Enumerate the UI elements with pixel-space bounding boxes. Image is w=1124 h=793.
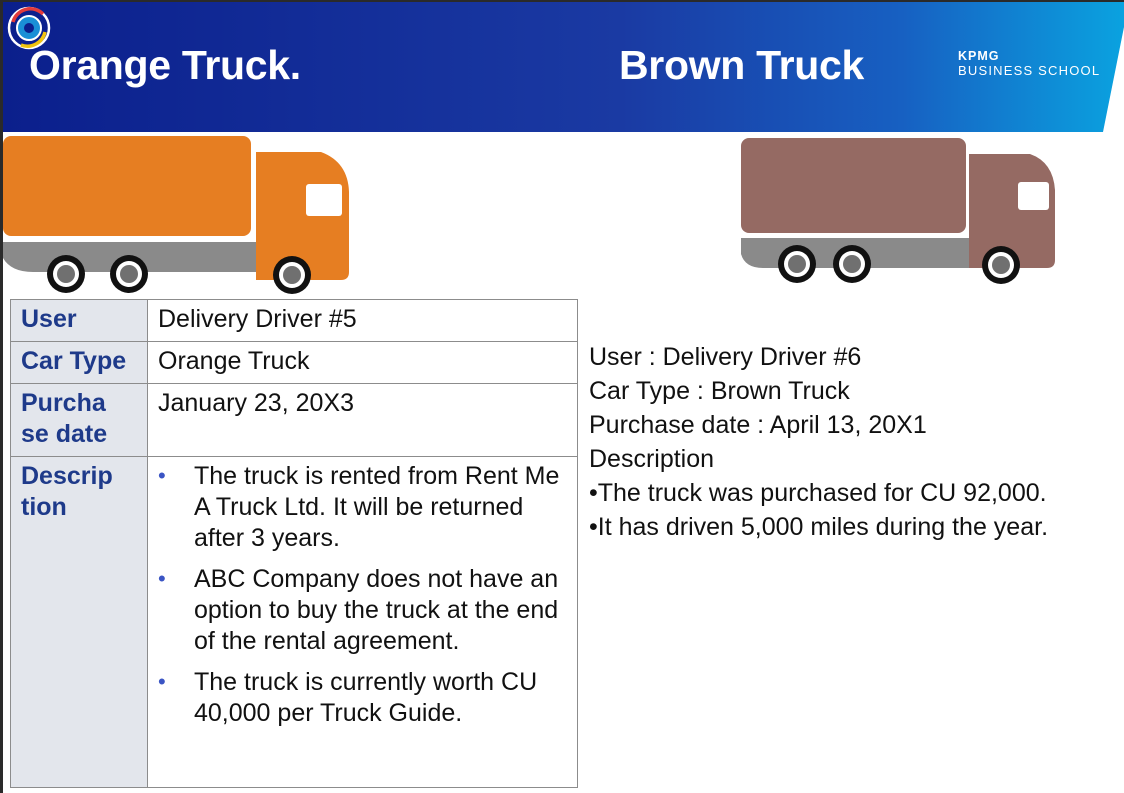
description-label: Descrip tion bbox=[10, 456, 148, 788]
orange-truck-window bbox=[306, 184, 342, 216]
orange-truck-image bbox=[3, 136, 349, 294]
description-value: • The truck is rented from Rent Me A Truc… bbox=[147, 456, 578, 788]
brown-truck-details: User : Delivery Driver #6 Car Type : Bro… bbox=[589, 340, 1119, 544]
header-banner: Orange Truck. Brown Truck KPMG BUSINESS … bbox=[3, 2, 1124, 132]
description-item-2: ABC Company does not have an option to b… bbox=[194, 565, 559, 655]
table-row: Car Type Orange Truck bbox=[10, 341, 578, 384]
title-orange-truck: Orange Truck. bbox=[29, 42, 301, 88]
brown-truck-wheels bbox=[778, 245, 1020, 284]
description-item-1: The truck is rented from Rent Me A Truck… bbox=[194, 462, 560, 552]
logo-line-1: KPMG bbox=[958, 49, 1000, 63]
title-brown-truck: Brown Truck bbox=[619, 42, 865, 88]
brown-car-type-line: Car Type : Brown Truck bbox=[589, 377, 850, 405]
description-list: • The truck is rented from Rent Me A Truc… bbox=[158, 461, 567, 729]
orange-truck-wheels bbox=[47, 255, 311, 294]
purchase-date-label: Purcha se date bbox=[10, 383, 148, 457]
brown-purchase-date-line: Purchase date : April 13, 20X1 bbox=[589, 411, 927, 439]
brown-truck-image bbox=[741, 138, 1055, 284]
kpmg-logo-icon bbox=[7, 6, 51, 50]
brown-description-heading: Description bbox=[589, 445, 715, 473]
brown-user-line: User : Delivery Driver #6 bbox=[589, 343, 862, 371]
header-background bbox=[3, 2, 1124, 132]
bullet-icon: • bbox=[158, 566, 166, 591]
orange-truck-table: User Delivery Driver #5 Car Type Orange … bbox=[10, 299, 578, 788]
table-row: Purcha se date January 23, 20X3 bbox=[10, 383, 578, 457]
purchase-date-value: January 23, 20X3 bbox=[147, 383, 578, 457]
list-item: • ABC Company does not have an option to … bbox=[158, 564, 567, 657]
bullet-icon: • bbox=[158, 669, 166, 694]
list-item: • The truck is rented from Rent Me A Truc… bbox=[158, 461, 567, 554]
brown-truck-window bbox=[1018, 182, 1049, 210]
user-value: Delivery Driver #5 bbox=[147, 299, 578, 342]
car-type-label: Car Type bbox=[10, 341, 148, 384]
brown-description-item-1: •The truck was purchased for CU 92,000. bbox=[589, 479, 1047, 507]
car-type-value: Orange Truck bbox=[147, 341, 578, 384]
kpmg-logo-text: KPMG BUSINESS SCHOOL bbox=[958, 49, 1101, 79]
brown-description-item-2: •It has driven 5,000 miles during the ye… bbox=[589, 513, 1049, 541]
list-item: • The truck is currently worth CU 40,000 … bbox=[158, 667, 567, 729]
user-label: User bbox=[10, 299, 148, 342]
bullet-icon: • bbox=[158, 463, 166, 488]
brown-truck-cargo bbox=[741, 138, 966, 233]
orange-truck-cargo bbox=[3, 136, 251, 236]
logo-line-2: BUSINESS SCHOOL bbox=[958, 63, 1101, 78]
description-item-3: The truck is currently worth CU 40,000 p… bbox=[194, 668, 538, 727]
table-row: User Delivery Driver #5 bbox=[10, 299, 578, 342]
table-row: Descrip tion • The truck is rented from R… bbox=[10, 456, 578, 788]
